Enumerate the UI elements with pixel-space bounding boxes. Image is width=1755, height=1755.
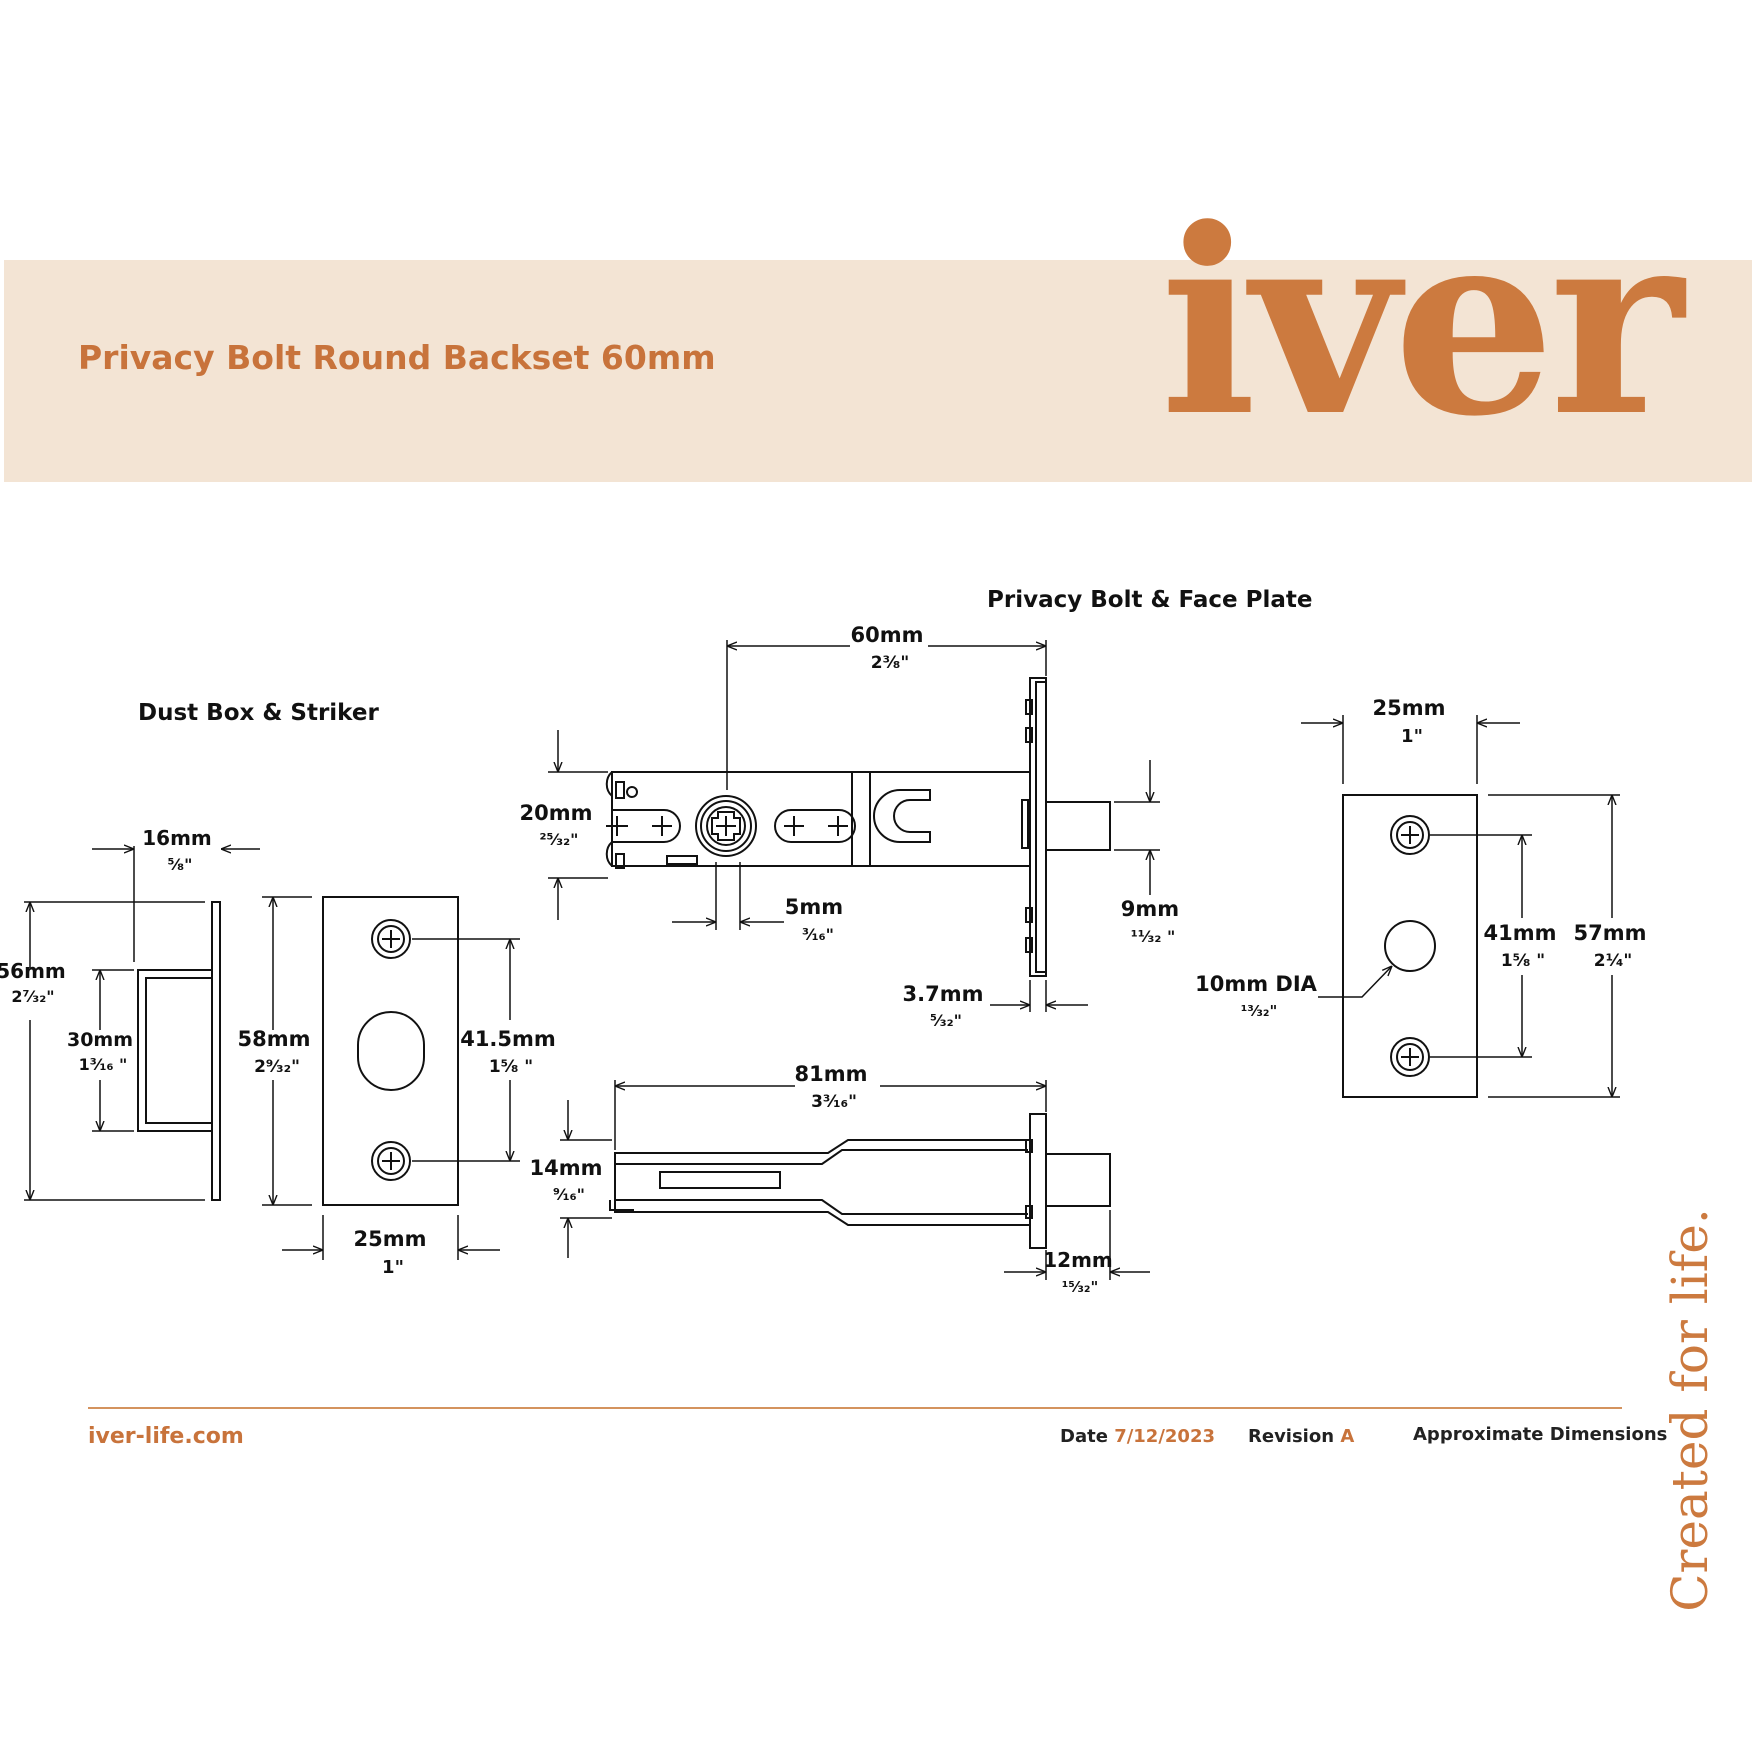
dim-striker-height-mm: 58mm	[238, 1027, 311, 1051]
page-title: Privacy Bolt Round Backset 60mm	[78, 338, 716, 377]
dim-backset-in: 2³⁄₈"	[871, 653, 909, 673]
dim-body-height-mm: 20mm	[520, 801, 593, 825]
dim-face-width-mm: 25mm	[1373, 696, 1446, 720]
dim-striker-width-in: 1"	[382, 1257, 404, 1278]
striker-height-dim	[262, 896, 312, 1206]
dim-bolt-height-in: ¹¹⁄₃₂ "	[1131, 927, 1176, 946]
dim-length-in: 3³⁄₁₆"	[811, 1092, 857, 1112]
dim-plate-thick-mm: 3.7mm	[903, 982, 984, 1006]
dim-bolt-throw-in: ¹⁵⁄₃₂"	[1062, 1278, 1099, 1296]
footer-note: Approximate Dimensions	[1413, 1424, 1668, 1445]
revision-value: A	[1340, 1426, 1355, 1447]
backset-dim	[726, 640, 1047, 790]
dim-spindle-in: ³⁄₁₆"	[802, 925, 834, 944]
face-width-dim	[1301, 715, 1520, 784]
striker-width-dim	[282, 1215, 500, 1260]
dim-face-width-in: 1"	[1401, 726, 1423, 747]
dim-plate-thick-in: ⁵⁄₃₂"	[930, 1011, 962, 1030]
body-height-dim	[548, 730, 608, 920]
face-height-dim	[1488, 794, 1620, 1098]
dust-box-profile	[137, 901, 221, 1201]
dimension-labels: 16mm ⁵⁄₈" 56mm 2⁷⁄₃₂" 30mm 1³⁄₁₆ " 58mm …	[0, 623, 1647, 1296]
footer-divider	[88, 1407, 1622, 1409]
footer-revision: Revision A	[1248, 1426, 1354, 1447]
header-banner	[4, 260, 1752, 482]
dim-bolt-throw-mm: 12mm	[1043, 1248, 1113, 1272]
dim-dust-inner-mm: 30mm	[67, 1029, 133, 1051]
date-value: 7/12/2023	[1114, 1426, 1216, 1447]
side-height-dim	[560, 1100, 612, 1258]
dim-striker-width-mm: 25mm	[354, 1227, 427, 1251]
dust-width-dim	[92, 846, 260, 962]
length-dim	[614, 1080, 1047, 1150]
dim-dust-width-in: ⁵⁄₈"	[167, 855, 192, 874]
striker-plate	[322, 896, 459, 1206]
face-holes-dim	[1430, 834, 1532, 1058]
plate-thick-dim	[990, 980, 1088, 1012]
dim-side-height-in: ⁹⁄₁₆"	[553, 1185, 585, 1204]
spindle-dim	[672, 862, 784, 930]
footer-url[interactable]: iver-life.com	[88, 1424, 244, 1449]
dim-body-height-in: ²⁵⁄₃₂"	[539, 830, 578, 849]
dim-backset-mm: 60mm	[851, 623, 924, 647]
dim-dust-height-mm: 56mm	[0, 959, 66, 983]
striker-holes-dim	[412, 938, 520, 1162]
face-plate	[1342, 794, 1478, 1098]
dim-striker-holes-in: 1⁵⁄₈ "	[489, 1057, 533, 1077]
dim-face-height-mm: 57mm	[1574, 921, 1647, 945]
dust-height-dim	[24, 901, 205, 1201]
footer-date: Date 7/12/2023	[1060, 1426, 1215, 1447]
dim-dust-inner-in: 1³⁄₁₆ "	[79, 1055, 128, 1074]
hole-dia-leader	[1318, 966, 1392, 998]
dim-striker-holes-mm: 41.5mm	[460, 1027, 556, 1051]
dim-dust-height-in: 2⁷⁄₃₂"	[11, 987, 54, 1006]
dim-bolt-height-mm: 9mm	[1121, 897, 1179, 921]
privacy-bolt-side	[609, 1113, 1111, 1249]
dim-face-holes-mm: 41mm	[1484, 921, 1557, 945]
bolt-height-dim	[1114, 760, 1160, 895]
tagline: Created for life.	[1661, 1208, 1719, 1612]
dim-striker-height-in: 2⁹⁄₃₂"	[254, 1057, 300, 1077]
dust-inner-dim	[92, 969, 134, 1132]
revision-label: Revision	[1248, 1426, 1335, 1447]
dim-length-mm: 81mm	[795, 1062, 868, 1086]
section-title-dust-box: Dust Box & Striker	[138, 700, 379, 726]
dim-spindle-mm: 5mm	[785, 895, 843, 919]
dim-face-height-in: 2¹⁄₄"	[1594, 951, 1632, 971]
brand-logo: iver	[1160, 174, 1684, 473]
privacy-bolt-body	[605, 677, 1111, 977]
dim-face-holes-in: 1⁵⁄₈ "	[1501, 951, 1545, 971]
dim-dust-width-mm: 16mm	[142, 826, 212, 850]
date-label: Date	[1060, 1426, 1108, 1447]
bolt-throw-dim	[1004, 1210, 1150, 1280]
dim-hole-dia-mm: 10mm DIA	[1195, 972, 1318, 996]
section-title-privacy-bolt: Privacy Bolt & Face Plate	[987, 587, 1313, 613]
dim-side-height-mm: 14mm	[530, 1156, 603, 1180]
dim-hole-dia-in: ¹³⁄₃₂"	[1241, 1002, 1278, 1020]
